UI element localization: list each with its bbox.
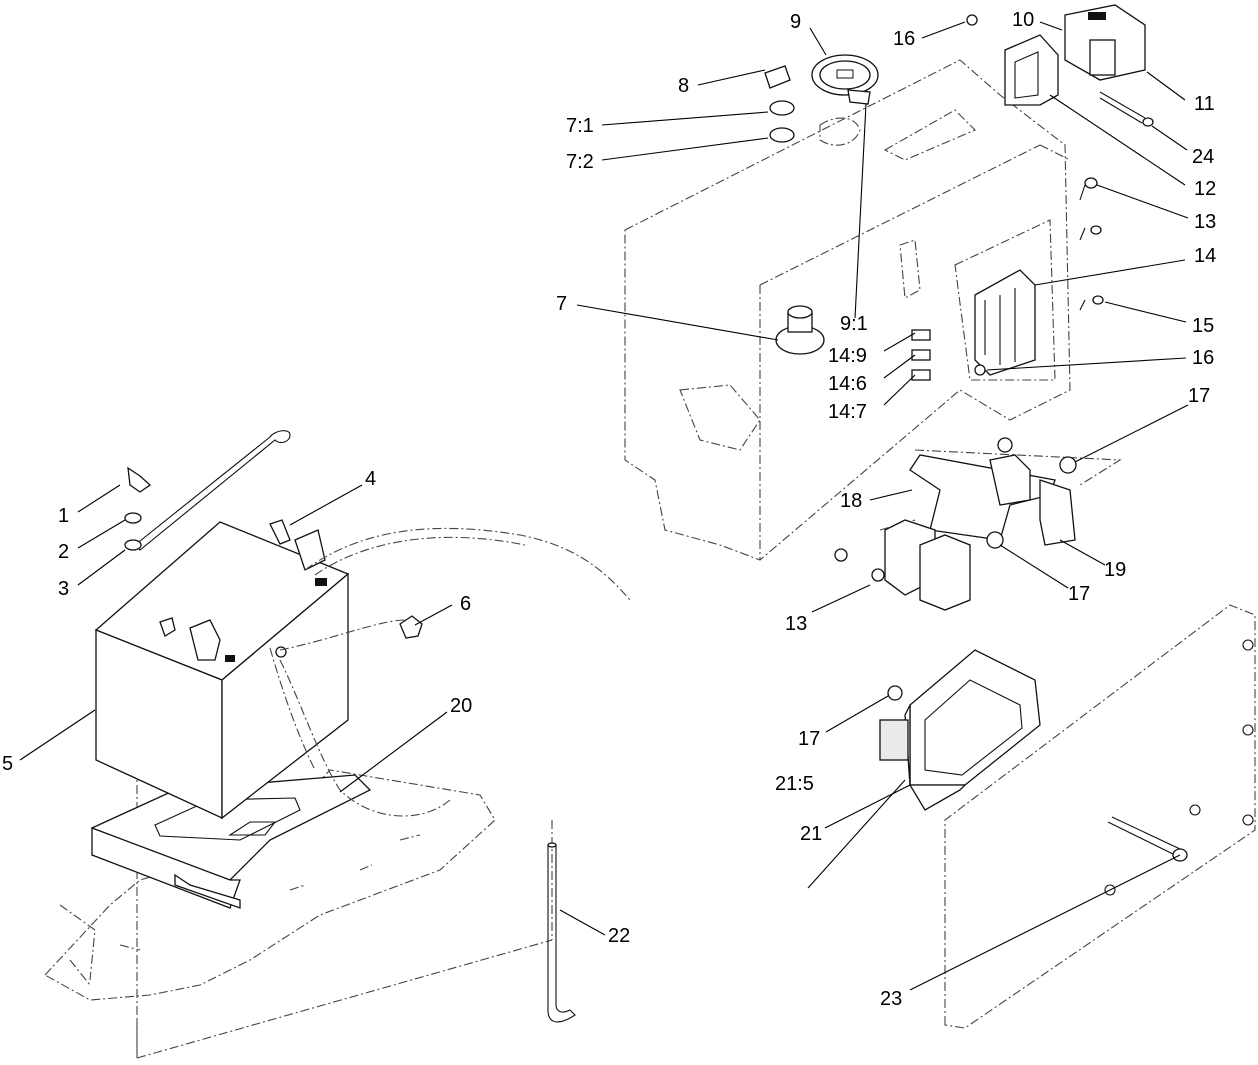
callout-24: 24 xyxy=(1192,146,1214,168)
callout-11: 11 xyxy=(1194,93,1215,115)
relay-bracket xyxy=(879,437,1122,549)
callout-14: 14 xyxy=(1194,245,1216,267)
hold-down-rod xyxy=(134,430,291,551)
battery-cables xyxy=(269,527,631,817)
callout-15: 15 xyxy=(1192,315,1214,337)
controller-module xyxy=(879,649,1041,811)
mounting-bolt xyxy=(1107,816,1188,862)
callout-14-9: 14:9 xyxy=(828,345,867,367)
hour-meter xyxy=(775,305,825,355)
wing-nut-and-washers xyxy=(124,466,152,551)
callout-7: 7 xyxy=(556,293,567,315)
callout-5: 5 xyxy=(2,753,13,775)
callout-17-lower: 17 xyxy=(798,728,820,750)
callout-21-5: 21:5 xyxy=(775,773,814,795)
terminal-bolt xyxy=(269,519,291,545)
callout-20: 20 xyxy=(450,695,472,717)
panel-screw-long xyxy=(1099,91,1154,127)
callout-7-2: 7:2 xyxy=(566,151,594,173)
callout-17-middle: 17 xyxy=(1068,583,1090,605)
callout-21: 21 xyxy=(800,823,822,845)
key-switch xyxy=(764,54,879,105)
control-panel-housing xyxy=(624,59,1071,561)
leader-lines xyxy=(19,21,1189,991)
retainer-rings xyxy=(769,100,795,143)
callout-9: 9 xyxy=(790,11,801,33)
panel-screws xyxy=(966,14,1104,376)
relays xyxy=(834,519,971,611)
callout-13-lower: 13 xyxy=(785,613,807,635)
callout-2: 2 xyxy=(58,541,69,563)
callout-19: 19 xyxy=(1104,559,1126,581)
callout-18: 18 xyxy=(840,490,862,512)
callout-23: 23 xyxy=(880,988,902,1010)
switch-bezel xyxy=(1004,34,1059,106)
terminal-nut xyxy=(399,615,423,639)
callout-12: 12 xyxy=(1194,178,1216,200)
callout-7-1: 7:1 xyxy=(566,115,594,137)
callout-14-7: 14:7 xyxy=(828,401,867,423)
callout-14-6: 14:6 xyxy=(828,373,867,395)
callout-8: 8 xyxy=(678,75,689,97)
callout-16-upper: 16 xyxy=(893,28,915,50)
callout-labels: 1 2 3 4 5 6 7 7:1 7:2 8 9 9:1 10 11 12 1… xyxy=(2,9,1216,1010)
fuse-block xyxy=(974,269,1036,376)
callout-9-1: 9:1 xyxy=(840,313,868,335)
callout-4: 4 xyxy=(365,468,376,490)
callout-17-right: 17 xyxy=(1188,385,1210,407)
drain-tube xyxy=(547,842,576,1023)
callout-10: 10 xyxy=(1012,9,1034,31)
callout-16-lower: 16 xyxy=(1192,347,1214,369)
callout-1: 1 xyxy=(58,505,69,527)
callout-13-upper: 13 xyxy=(1194,211,1216,233)
callout-3: 3 xyxy=(58,578,69,600)
callout-6: 6 xyxy=(460,593,471,615)
side-plate xyxy=(944,604,1256,1029)
rocker-switch xyxy=(1064,4,1146,81)
battery xyxy=(94,521,350,820)
callout-22: 22 xyxy=(608,925,630,947)
